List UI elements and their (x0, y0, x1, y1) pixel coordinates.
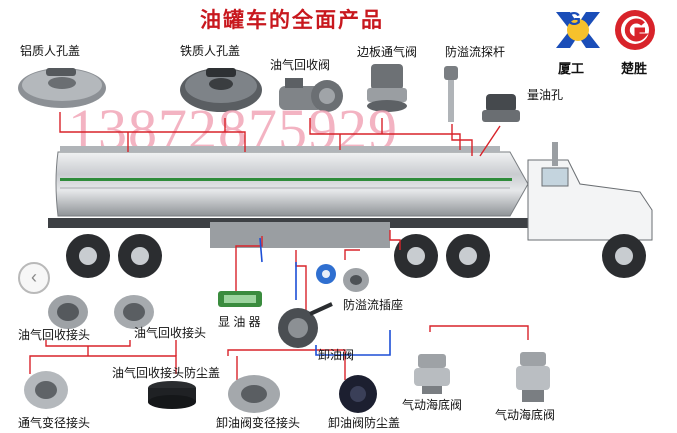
vapor-recovery-coupling-image-1 (48, 295, 88, 329)
label-pneumatic-bottom-valve-2: 气动海底阀 (495, 408, 556, 422)
label-side-vent-valve: 边板通气阀 (357, 45, 418, 59)
label-iron-manhole: 铁质人孔盖 (180, 44, 241, 58)
label-vapor-recovery-coupling-2: 油气回收接头 (134, 326, 207, 340)
label-vapor-recovery-valve: 油气回收阀 (270, 58, 331, 72)
aluminum-manhole-image (18, 68, 106, 108)
label-overfill-socket: 防溢流插座 (343, 298, 404, 312)
sight-glass-image (218, 291, 262, 307)
label-discharge-valve-reducer: 卸油阀变径接头 (216, 416, 301, 430)
discharge-valve-image (278, 302, 333, 348)
xiagong-logo-letter: G (566, 9, 581, 29)
label-discharge-valve: 卸油阀 (318, 348, 355, 362)
discharge-valve-dust-cap-image (339, 375, 377, 413)
vapor-recovery-valve-image (279, 78, 343, 112)
vapor-coupling-dust-cap-image (148, 381, 196, 409)
iron-manhole-image (180, 68, 262, 112)
label-vapor-recovery-coupling-1: 油气回收接头 (18, 328, 91, 342)
label-vent-reducer: 通气变径接头 (18, 416, 91, 430)
brand-right-name: 楚胜 (621, 61, 648, 76)
page-title: 油罐车的全面产品 (200, 7, 384, 32)
chevron-left-icon[interactable]: ‹ (18, 262, 50, 294)
vapor-recovery-coupling-image-2 (114, 295, 154, 329)
label-vapor-coupling-dust-cap: 油气回收接头防尘盖 (112, 366, 221, 380)
tanker-truck-image (48, 142, 653, 278)
overfill-socket-image (316, 264, 369, 292)
dipstick-hole-image (482, 94, 520, 122)
label-aluminum-manhole: 铝质人孔盖 (20, 44, 81, 58)
side-vent-valve-image (367, 64, 407, 112)
pneumatic-bottom-valve-image-1 (414, 354, 450, 394)
label-overfill-probe: 防溢流探杆 (445, 45, 506, 59)
vent-reducer-image (24, 371, 68, 409)
discharge-valve-reducer-image (228, 375, 280, 413)
brand-left-name: 厦工 (558, 61, 585, 76)
label-pneumatic-bottom-valve-1: 气动海底阀 (402, 398, 463, 412)
label-dipstick-hole: 量油孔 (527, 88, 564, 102)
chusheng-logo (615, 10, 655, 50)
overfill-probe-image (444, 66, 458, 122)
label-discharge-valve-dust-cap: 卸油阀防尘盖 (328, 416, 401, 430)
label-sight-glass: 显 油 器 (218, 315, 261, 329)
pneumatic-bottom-valve-image-2 (516, 352, 550, 402)
xiagong-logo (554, 8, 602, 52)
